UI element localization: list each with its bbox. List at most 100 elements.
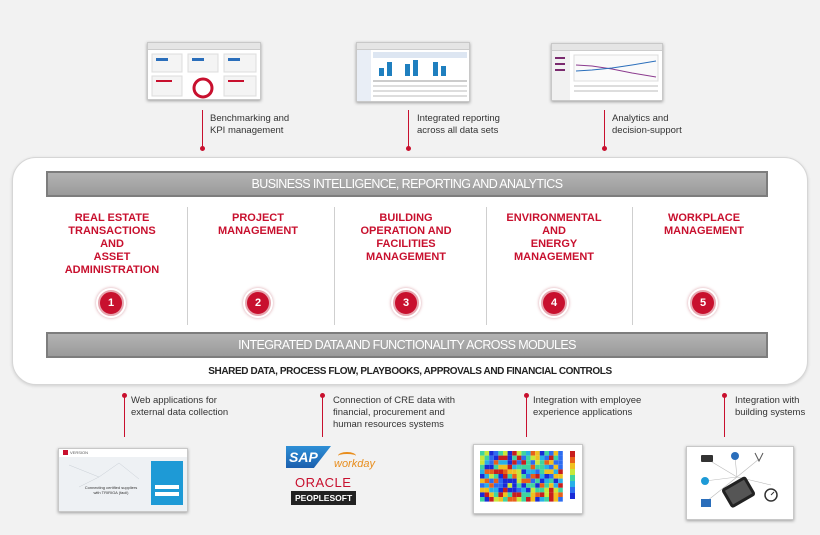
heatmap-cell [512,455,517,461]
heatmap-legend-swatch [570,451,575,457]
heatmap-cell [512,497,517,502]
heatmap-legend-swatch [570,469,575,475]
connector-line [408,110,409,147]
heatmap-cell [539,469,545,474]
heatmap-cell [503,474,508,479]
heatmap-cell [480,483,485,488]
heatmap-cell [521,487,526,493]
heatmap-cell [558,451,563,456]
heatmap-cell [484,483,490,488]
heatmap-cell [526,492,531,497]
web-app-caption: Connecting certified suppliers with TRIR… [84,485,138,495]
heatmap-cell [553,469,559,474]
brand-logo-icon [63,450,68,455]
module-separator [486,207,487,325]
heatmap-cell [498,455,503,461]
callout-analytics: Analytics and decision-support [612,113,682,136]
workday-logo: workday [334,458,375,470]
heatmap-cell [558,492,563,497]
heatmap-cell [549,474,554,479]
heatmap-cell [553,497,559,502]
heatmap-cell [539,492,545,497]
heatmap-cell [539,451,545,456]
heatmap-cell [530,478,536,484]
callout-web-apps: Web applications for external data colle… [131,395,229,418]
heatmap-cell [544,487,549,493]
heatmap-cell [480,492,485,497]
heatmap-cell [521,455,526,461]
reporting-thumbnail [356,42,470,102]
heatmap-cell [512,483,517,488]
building-systems-graphic [701,452,778,508]
module-number-2: 2 [245,290,271,316]
heatmap-cell [558,474,563,479]
connector-line [604,110,605,147]
heatmap-cell [489,487,494,493]
shared-data-line: SHARED DATA, PROCESS FLOW, PLAYBOOKS, AP… [208,366,612,377]
heatmap-legend-swatch [570,463,575,469]
heatmap-cell [539,483,545,488]
heatmap-cell [493,497,499,502]
heatmap-cell [553,483,559,488]
heatmap-cell [535,460,540,465]
heatmap-cell [549,492,554,497]
heatmap-cell [544,474,549,479]
analytics-graphic [552,51,659,100]
heatmap-cell [521,451,526,456]
heatmap-cell [558,464,563,470]
heatmap-cell [558,455,563,461]
heatmap-cell [503,460,508,465]
kpi-dashboard-thumbnail [147,42,261,100]
callout-benchmarking: Benchmarking and KPI management [210,113,290,136]
heatmap-cell [493,464,499,470]
heatmap-cell [507,469,513,474]
heatmap-cell [498,487,503,493]
heatmap-cell [480,487,485,493]
heatmap-cell [516,483,522,488]
heatmap-cell [521,474,526,479]
heatmap-cell [544,478,549,484]
heatmap-cell [535,469,540,474]
heatmap-cell [544,455,549,461]
heatmap-cell [549,469,554,474]
module-number-5: 5 [690,290,716,316]
heatmap-cell [512,478,517,484]
heatmap-cell [503,455,508,461]
module-real-estate-title: REAL ESTATE TRANSACTIONS AND ASSET ADMIN… [64,212,160,276]
module-separator [187,207,188,325]
heatmap-cell [535,474,540,479]
heatmap-cell [544,483,549,488]
heatmap-cell [484,469,490,474]
heatmap-cell [516,497,522,502]
heatmap-cell [484,460,490,465]
heatmap-cell [512,451,517,456]
heatmap-cell [521,497,526,502]
integrated-data-band: INTEGRATED DATA AND FUNCTIONALITY ACROSS… [46,332,768,358]
heatmap-cell [516,464,522,470]
heatmap-cell [516,478,522,484]
heatmap-cell [503,451,508,456]
heatmap-cell [530,460,536,465]
heatmap-cell [553,474,559,479]
heatmap-cell [539,487,545,493]
heatmap-legend-swatch [570,475,575,481]
heatmap-cell [535,492,540,497]
heatmap-cell [535,483,540,488]
heatmap-cell [526,474,531,479]
heatmap-cell [539,455,545,461]
heatmap-cell [484,497,490,502]
heatmap-cell [535,464,540,470]
heatmap-cell [480,455,485,461]
heatmap-cell [558,497,563,502]
heatmap-cell [526,483,531,488]
heatmap-cell [512,487,517,493]
heatmap-cell [493,451,499,456]
heatmap-cell [526,487,531,493]
heatmap-graphic [480,451,575,502]
heatmap-cell [498,483,503,488]
heatmap-cell [530,474,536,479]
connector-line [724,395,725,437]
module-building-title: BUILDING OPERATION AND FACILITIES MANAGE… [360,212,452,263]
heatmap-cell [553,451,559,456]
callout-building-systems: Integration with building systems [735,395,806,418]
